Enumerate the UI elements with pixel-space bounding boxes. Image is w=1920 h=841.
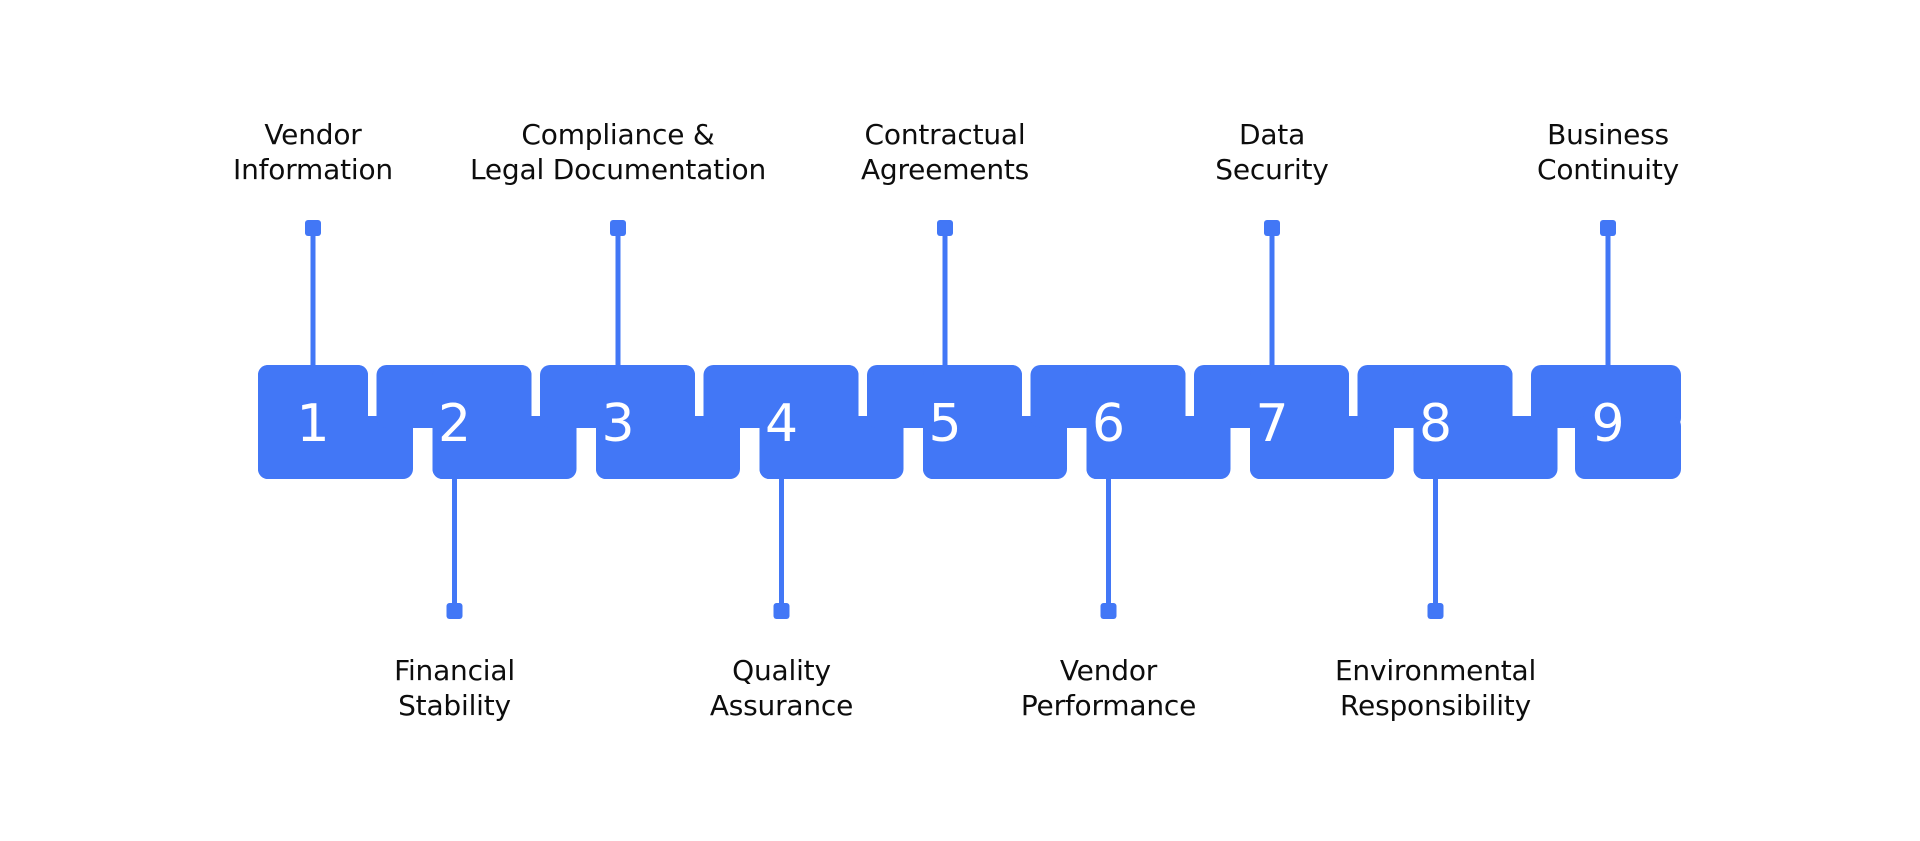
step-label-2-line-2: Stability — [398, 689, 511, 722]
step-number-1: 1 — [296, 394, 329, 454]
connector-node-3 — [610, 220, 626, 236]
step-block-9-lower — [1575, 416, 1681, 479]
step-label-4-line-2: Assurance — [709, 689, 854, 722]
step-block-8-core — [1413, 365, 1513, 479]
connector-node-8 — [1427, 603, 1444, 619]
step-label-3-line-2: Legal Documentation — [470, 153, 766, 186]
step-label-6-line-1: Vendor — [1059, 654, 1158, 687]
step-block-5-core — [923, 365, 1022, 479]
step-label-3: Compliance &Legal Documentation — [438, 117, 798, 187]
step-block-7-core — [1250, 365, 1349, 479]
connector-lines — [305, 220, 1616, 619]
step-label-6-line-2: Performance — [1020, 689, 1197, 722]
step-number-9: 9 — [1591, 394, 1624, 454]
step-number-7: 7 — [1255, 394, 1288, 454]
step-number-8: 8 — [1419, 394, 1452, 454]
step-label-8-line-1: Environmental — [1334, 654, 1537, 687]
step-label-4-line-1: Quality — [732, 654, 831, 687]
step-label-7-line-1: Data — [1238, 118, 1306, 151]
connector-node-2 — [446, 603, 463, 619]
step-label-1-line-2: Information — [233, 153, 393, 186]
connector-node-5 — [937, 220, 953, 236]
connector-node-9 — [1600, 220, 1616, 236]
step-numbers: 1 2 3 4 5 6 7 8 9 — [296, 394, 1624, 454]
step-number-4: 4 — [765, 394, 798, 454]
step-number-2: 2 — [438, 394, 471, 454]
step-block-4-core — [759, 365, 859, 479]
connector-node-1 — [305, 220, 321, 236]
connector-node-6 — [1100, 603, 1117, 619]
step-label-1-line-1: Vendor — [264, 118, 362, 151]
step-label-9-line-1: Business — [1547, 118, 1669, 151]
step-block-9-upper — [1531, 365, 1681, 428]
step-number-3: 3 — [601, 394, 634, 454]
step-block-6-core — [1086, 365, 1186, 479]
connector-node-7 — [1264, 220, 1280, 236]
step-label-3-line-1: Compliance & — [521, 118, 715, 151]
connector-node-4 — [773, 603, 790, 619]
step-label-9-line-2: Continuity — [1536, 153, 1679, 186]
step-label-5-line-2: Agreements — [860, 153, 1030, 186]
step-block-2-core — [432, 365, 532, 479]
step-label-7-line-2: Security — [1215, 153, 1329, 186]
step-block-1-core — [258, 365, 368, 479]
step-number-5: 5 — [928, 394, 961, 454]
step-label-8-line-2: Responsibility — [1340, 689, 1531, 722]
step-block-3-core — [596, 365, 695, 479]
step-label-5-line-1: Contractual — [864, 118, 1026, 151]
step-number-6: 6 — [1092, 394, 1125, 454]
step-label-2-line-1: Financial — [394, 654, 515, 687]
step-blocks — [258, 365, 1681, 479]
